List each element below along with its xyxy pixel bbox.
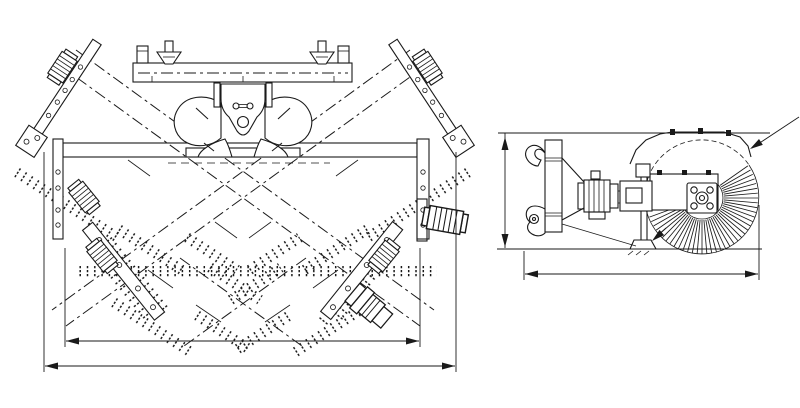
drive-motor [577, 170, 619, 220]
side-view [497, 116, 800, 280]
left-wing-fastener [155, 40, 183, 65]
mount-bracket [561, 157, 637, 247]
pivot-casting [173, 96, 313, 158]
front-view [12, 38, 476, 372]
hub-flange [686, 182, 718, 214]
right-bolt [337, 45, 350, 64]
leader-arrow [748, 116, 800, 152]
gearbox [612, 180, 653, 212]
side-view-dimensions [497, 116, 800, 280]
center-mount-bracket [213, 82, 273, 136]
left-end-post [52, 138, 64, 240]
right-wing-fastener [308, 40, 336, 65]
left-outer-arm [14, 38, 102, 159]
quick-attach-plate [525, 139, 563, 237]
top-mount-bar [132, 40, 353, 83]
left-bolt [136, 45, 149, 64]
front-view-dimensions [43, 152, 457, 372]
right-outer-arm [388, 38, 476, 159]
